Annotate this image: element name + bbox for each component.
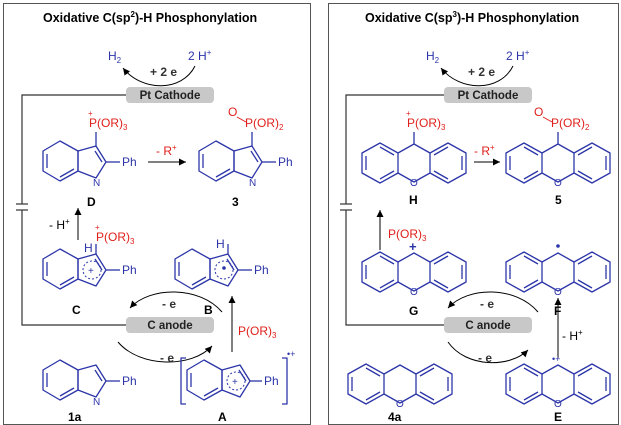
label-1a: 1a — [68, 410, 82, 424]
wire-top-2 — [345, 94, 444, 204]
svg-text:O: O — [554, 178, 562, 189]
h2-label: H2 — [108, 49, 122, 65]
pt-cathode-label: Pt Cathode — [140, 90, 201, 102]
proton-label: 2 H+ — [188, 48, 212, 63]
label-A: A — [218, 410, 227, 424]
panel-title-2: Oxidative C(sp3)-H Phosphonylation — [365, 10, 579, 25]
label-G: G — [409, 304, 418, 318]
loss-h-label-2: - H+ — [562, 328, 583, 343]
anode-arrow-bottom-2 — [447, 341, 529, 364]
svg-text:Ph: Ph — [254, 263, 269, 277]
anode-electrons-bottom-2: - e — [478, 351, 492, 365]
cathode-arrow — [122, 65, 196, 87]
anode-arrow-top — [129, 291, 223, 313]
wire-bottom — [21, 210, 126, 326]
loss-r-label-2: - R+ — [474, 143, 495, 158]
anode-electrons-top: - e — [162, 297, 176, 311]
c-anode-box — [126, 317, 214, 333]
cathode-arrow-2 — [440, 65, 514, 87]
svg-text:P(OR)3: P(OR)3 — [407, 116, 446, 132]
anode-electrons-bottom: - e — [160, 351, 174, 365]
label-D: D — [87, 195, 96, 209]
svg-text:+: + — [406, 109, 411, 118]
label-B: B — [204, 303, 213, 317]
svg-text:Ph: Ph — [122, 374, 137, 388]
svg-text:O: O — [410, 178, 418, 189]
svg-text:P(OR)3: P(OR)3 — [96, 230, 135, 246]
compound-H: P(OR)3 + O H — [361, 109, 467, 207]
loss-r-label: - R+ — [156, 143, 177, 158]
label-4a: 4a — [388, 410, 402, 424]
panel-csp2: Oxidative C(sp2)-H Phosphonylation H2 2 … — [3, 3, 311, 425]
anode-electrons-top-2: - e — [480, 297, 494, 311]
svg-text:Ph: Ph — [264, 374, 279, 388]
compound-3: Ph P(OR)2 O N 3 — [198, 105, 293, 209]
svg-text:O: O — [554, 399, 562, 410]
panel-csp3: Oxidative C(sp3)-H Phosphonylation H2 2 … — [328, 3, 619, 425]
wire-bottom-2 — [345, 210, 444, 326]
svg-text:N: N — [93, 178, 100, 189]
c-anode-label-2: C anode — [465, 320, 510, 332]
svg-text:+: + — [409, 239, 417, 254]
svg-text:•+: •+ — [287, 349, 295, 359]
svg-text:P(OR)3: P(OR)3 — [89, 116, 128, 132]
compound-1a: Ph N 1a — [42, 359, 137, 424]
label-E: E — [554, 410, 562, 424]
svg-text:P(OR)2: P(OR)2 — [245, 116, 284, 132]
compound-D: Ph P(OR)3 + N D — [42, 109, 137, 209]
svg-text:Ph: Ph — [122, 155, 137, 169]
svg-text:H: H — [216, 237, 225, 251]
label-5: 5 — [555, 193, 562, 207]
cathode-electrons-2: + 2 e — [468, 65, 495, 79]
pt-cathode-label-2: Pt Cathode — [458, 90, 519, 102]
svg-text:P(OR)2: P(OR)2 — [551, 116, 590, 132]
svg-text:•+: •+ — [552, 354, 560, 364]
h2-label-2: H2 — [426, 49, 440, 65]
svg-text:Ph: Ph — [122, 263, 137, 277]
svg-text:+: + — [232, 377, 238, 388]
label-C: C — [72, 303, 81, 317]
svg-text:N: N — [249, 178, 256, 189]
c-anode-box-2 — [444, 317, 532, 333]
compound-B: Ph H B — [174, 237, 269, 317]
c-anode-label: C anode — [147, 320, 192, 332]
svg-text:+: + — [88, 109, 93, 118]
label-H: H — [409, 193, 418, 207]
compound-C: Ph H P(OR)3 + + C — [42, 223, 137, 317]
anode-arrow-top-2 — [447, 291, 539, 313]
wire-top — [21, 94, 126, 204]
proton-label-2: 2 H+ — [506, 48, 530, 63]
anode-arrow-bottom — [117, 341, 213, 363]
loss-h-label: - H+ — [49, 217, 70, 232]
panel-title: Oxidative C(sp2)-H Phosphonylation — [43, 10, 257, 25]
compound-G: + O G — [361, 239, 467, 318]
svg-text:Ph: Ph — [278, 155, 293, 169]
pt-cathode-box — [126, 87, 214, 103]
svg-text:N: N — [93, 397, 100, 408]
svg-text:+: + — [88, 266, 94, 277]
svg-text:O: O — [396, 399, 404, 410]
svg-text:O: O — [534, 105, 543, 119]
compound-4a: O 4a — [347, 363, 453, 424]
svg-text:O: O — [228, 105, 237, 119]
reagent-label: P(OR)3 — [238, 324, 277, 340]
compound-5: P(OR)2 O O 5 — [505, 105, 611, 207]
compound-A: Ph + •+ A — [180, 349, 295, 424]
cathode-electrons: + 2 e — [150, 65, 177, 79]
svg-text:O: O — [410, 287, 418, 298]
pt-cathode-box-2 — [444, 87, 532, 103]
label-3: 3 — [232, 195, 239, 209]
svg-text:+: + — [95, 223, 100, 232]
compound-E: •+ O E — [505, 354, 611, 424]
reagent-label-2: P(OR)3 — [388, 227, 427, 243]
svg-text:O: O — [554, 287, 562, 298]
svg-text:H: H — [84, 241, 93, 255]
